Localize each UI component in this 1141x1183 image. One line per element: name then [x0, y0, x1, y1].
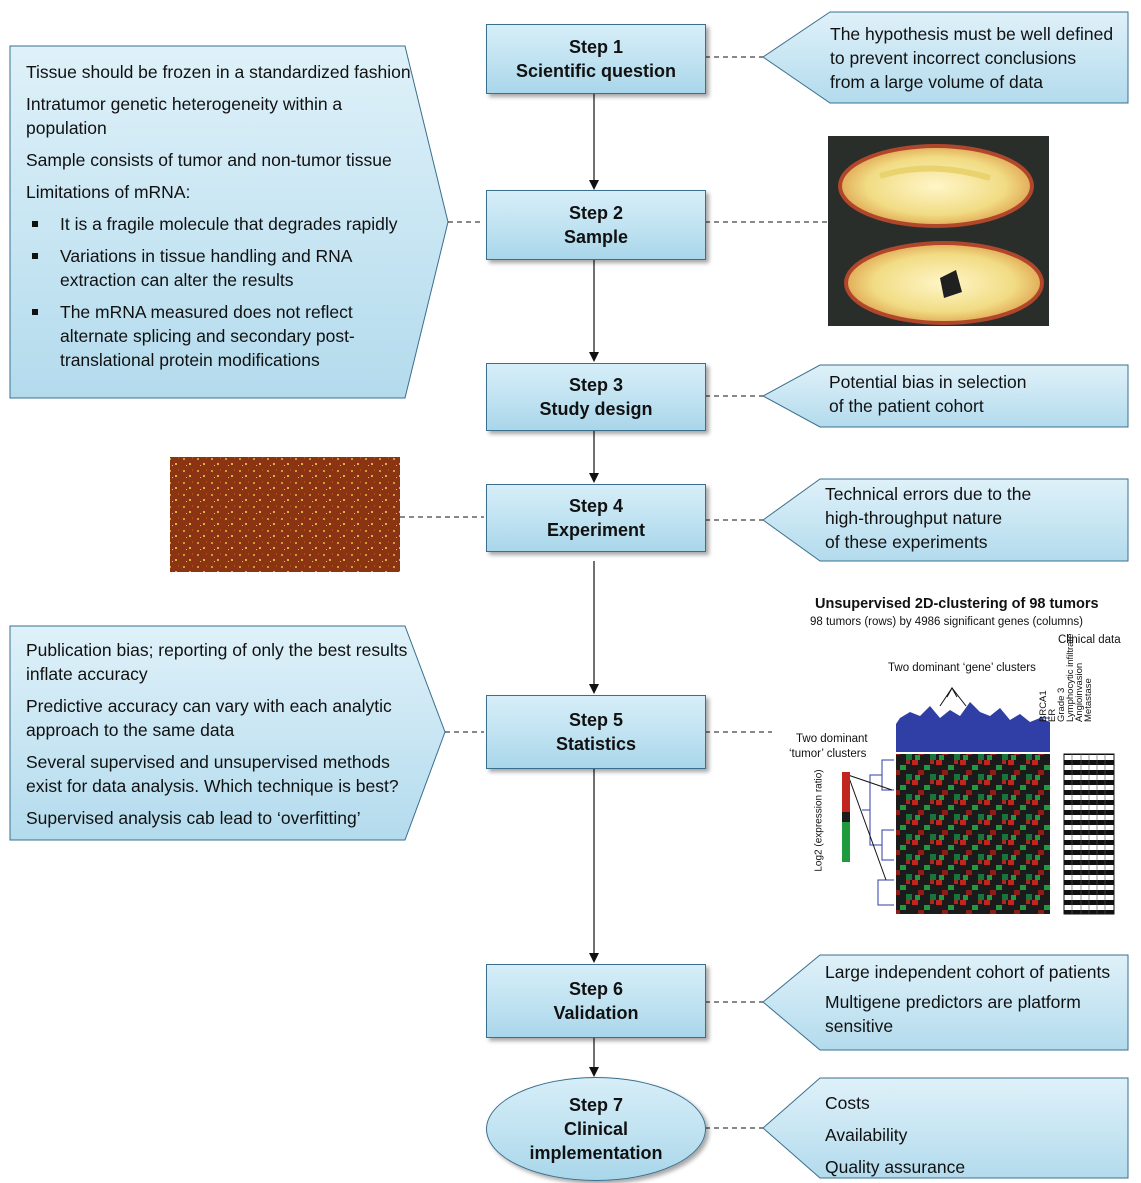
step-2-title: Sample — [563, 227, 629, 247]
callout-step6-shape — [762, 954, 1129, 1051]
step-6-box: Step 6 Validation — [486, 964, 706, 1038]
callout-step4: Technical errors due to the high-through… — [825, 482, 1125, 554]
callout-step6-line: Large independent cohort of patients — [825, 962, 1111, 982]
callout-step3-line: Potential bias in selection — [829, 372, 1027, 392]
callout-step6: Large independent cohort of patients Mul… — [825, 960, 1125, 1038]
step-4-label: Step 4 — [568, 496, 624, 516]
tumor-clusters-label-1: Two dominant — [796, 733, 868, 745]
callout-step3: Potential bias in selection of the patie… — [829, 370, 1125, 418]
step-1-box: Step 1 Scientific question — [486, 24, 706, 94]
callout-step2-item: Tissue should be frozen in a standardize… — [26, 62, 411, 82]
callout-step5-item: Publication bias; reporting of only the … — [26, 640, 408, 684]
expression-heatmap — [896, 754, 1050, 914]
step-7-title-line1: Clinical — [563, 1119, 629, 1139]
callout-step5-item: Supervised analysis cab lead to ‘overfit… — [26, 808, 361, 828]
step-7-title-line2: implementation — [529, 1143, 663, 1163]
gene-dendrogram — [896, 702, 1050, 752]
callout-step3-shape — [761, 364, 1129, 428]
callout-step5-item: Predictive accuracy can vary with each a… — [26, 696, 392, 740]
clinical-data-label: Clinical data — [1058, 634, 1121, 646]
step-5-title: Statistics — [555, 734, 637, 754]
dashed-connectors — [400, 56, 828, 1129]
callout-step5: Publication bias; reporting of only the … — [26, 638, 414, 838]
callout-step7-line: Quality assurance — [825, 1157, 966, 1177]
callout-step4-line: Technical errors due to the — [825, 484, 1032, 504]
mrna-limitations-list: It is a fragile molecule that degrades r… — [26, 212, 418, 372]
step-3-box: Step 3 Study design — [486, 363, 706, 431]
tumor-dendrogram — [862, 759, 894, 906]
step-7-oval: Step 7 Clinical implementation — [486, 1077, 706, 1181]
callout-step4-line: of these experiments — [825, 532, 988, 552]
microarray-image — [170, 457, 400, 572]
step-5-box: Step 5 Statistics — [486, 695, 706, 769]
cluster-heatmap-figure — [842, 686, 1115, 915]
step-2-label: Step 2 — [568, 203, 624, 223]
callout-step7: Costs Availability Quality assurance — [825, 1087, 1125, 1183]
gene-clusters-label: Two dominant ‘gene’ clusters — [888, 662, 1036, 674]
callout-step2: Tissue should be frozen in a standardize… — [26, 60, 418, 380]
tumor-clusters-label-2: ‘tumor’ clusters — [789, 748, 867, 760]
callout-step1: The hypothesis must be well defined to p… — [830, 22, 1126, 94]
step-1-title: Scientific question — [515, 61, 677, 81]
step-7-label: Step 7 — [568, 1095, 624, 1115]
callout-step1-shape — [762, 11, 1129, 104]
color-scale-bar — [842, 772, 850, 812]
callout-step4-shape — [762, 478, 1129, 562]
mrna-limitation-item: Variations in tissue handling and RNA ex… — [26, 244, 418, 292]
callout-step5-shape — [9, 625, 446, 841]
callout-step1-line: The hypothesis must be well defined — [830, 24, 1114, 44]
callout-step5-item: Several supervised and unsupervised meth… — [26, 752, 399, 796]
mrna-limitation-item: The mRNA measured does not reflect alter… — [26, 300, 418, 372]
heatmap-subtitle: 98 tumors (rows) by 4986 significant gen… — [810, 616, 1083, 628]
step-4-title: Experiment — [546, 520, 646, 540]
step-2-box: Step 2 Sample — [486, 190, 706, 260]
scale-label: Log2 (expression ratio) — [813, 769, 825, 872]
mrna-limitation-item: It is a fragile molecule that degrades r… — [26, 212, 418, 236]
tissue-sample-photo — [828, 136, 1049, 326]
clinical-column-label: Metastase — [1083, 678, 1094, 722]
step-6-label: Step 6 — [568, 979, 624, 999]
callout-step1-line: from a large volume of data — [830, 72, 1044, 92]
callout-step2-item: Limitations of mRNA: — [26, 182, 191, 202]
step-3-title: Study design — [539, 399, 653, 419]
callout-step2-item: Intratumor genetic heterogeneity within … — [26, 94, 343, 138]
step-3-label: Step 3 — [568, 375, 624, 395]
step-4-box: Step 4 Experiment — [486, 484, 706, 552]
step-1-label: Step 1 — [568, 37, 624, 57]
step-6-title: Validation — [553, 1003, 639, 1023]
callout-step4-line: high-throughput nature — [825, 508, 1003, 528]
callout-step7-shape — [762, 1077, 1129, 1179]
heatmap-title: Unsupervised 2D-clustering of 98 tumors — [815, 596, 1099, 612]
step-5-label: Step 5 — [568, 710, 624, 730]
callout-step7-line: Costs — [825, 1093, 870, 1113]
callout-step1-line: to prevent incorrect conclusions — [830, 48, 1077, 68]
callout-step2-item: Sample consists of tumor and non-tumor t… — [26, 150, 392, 170]
callout-step7-line: Availability — [825, 1125, 908, 1145]
callout-step3-line: of the patient cohort — [829, 396, 984, 416]
callout-step6-line: Multigene predictors are platform sensit… — [825, 992, 1081, 1036]
callout-step2-shape — [9, 45, 449, 399]
